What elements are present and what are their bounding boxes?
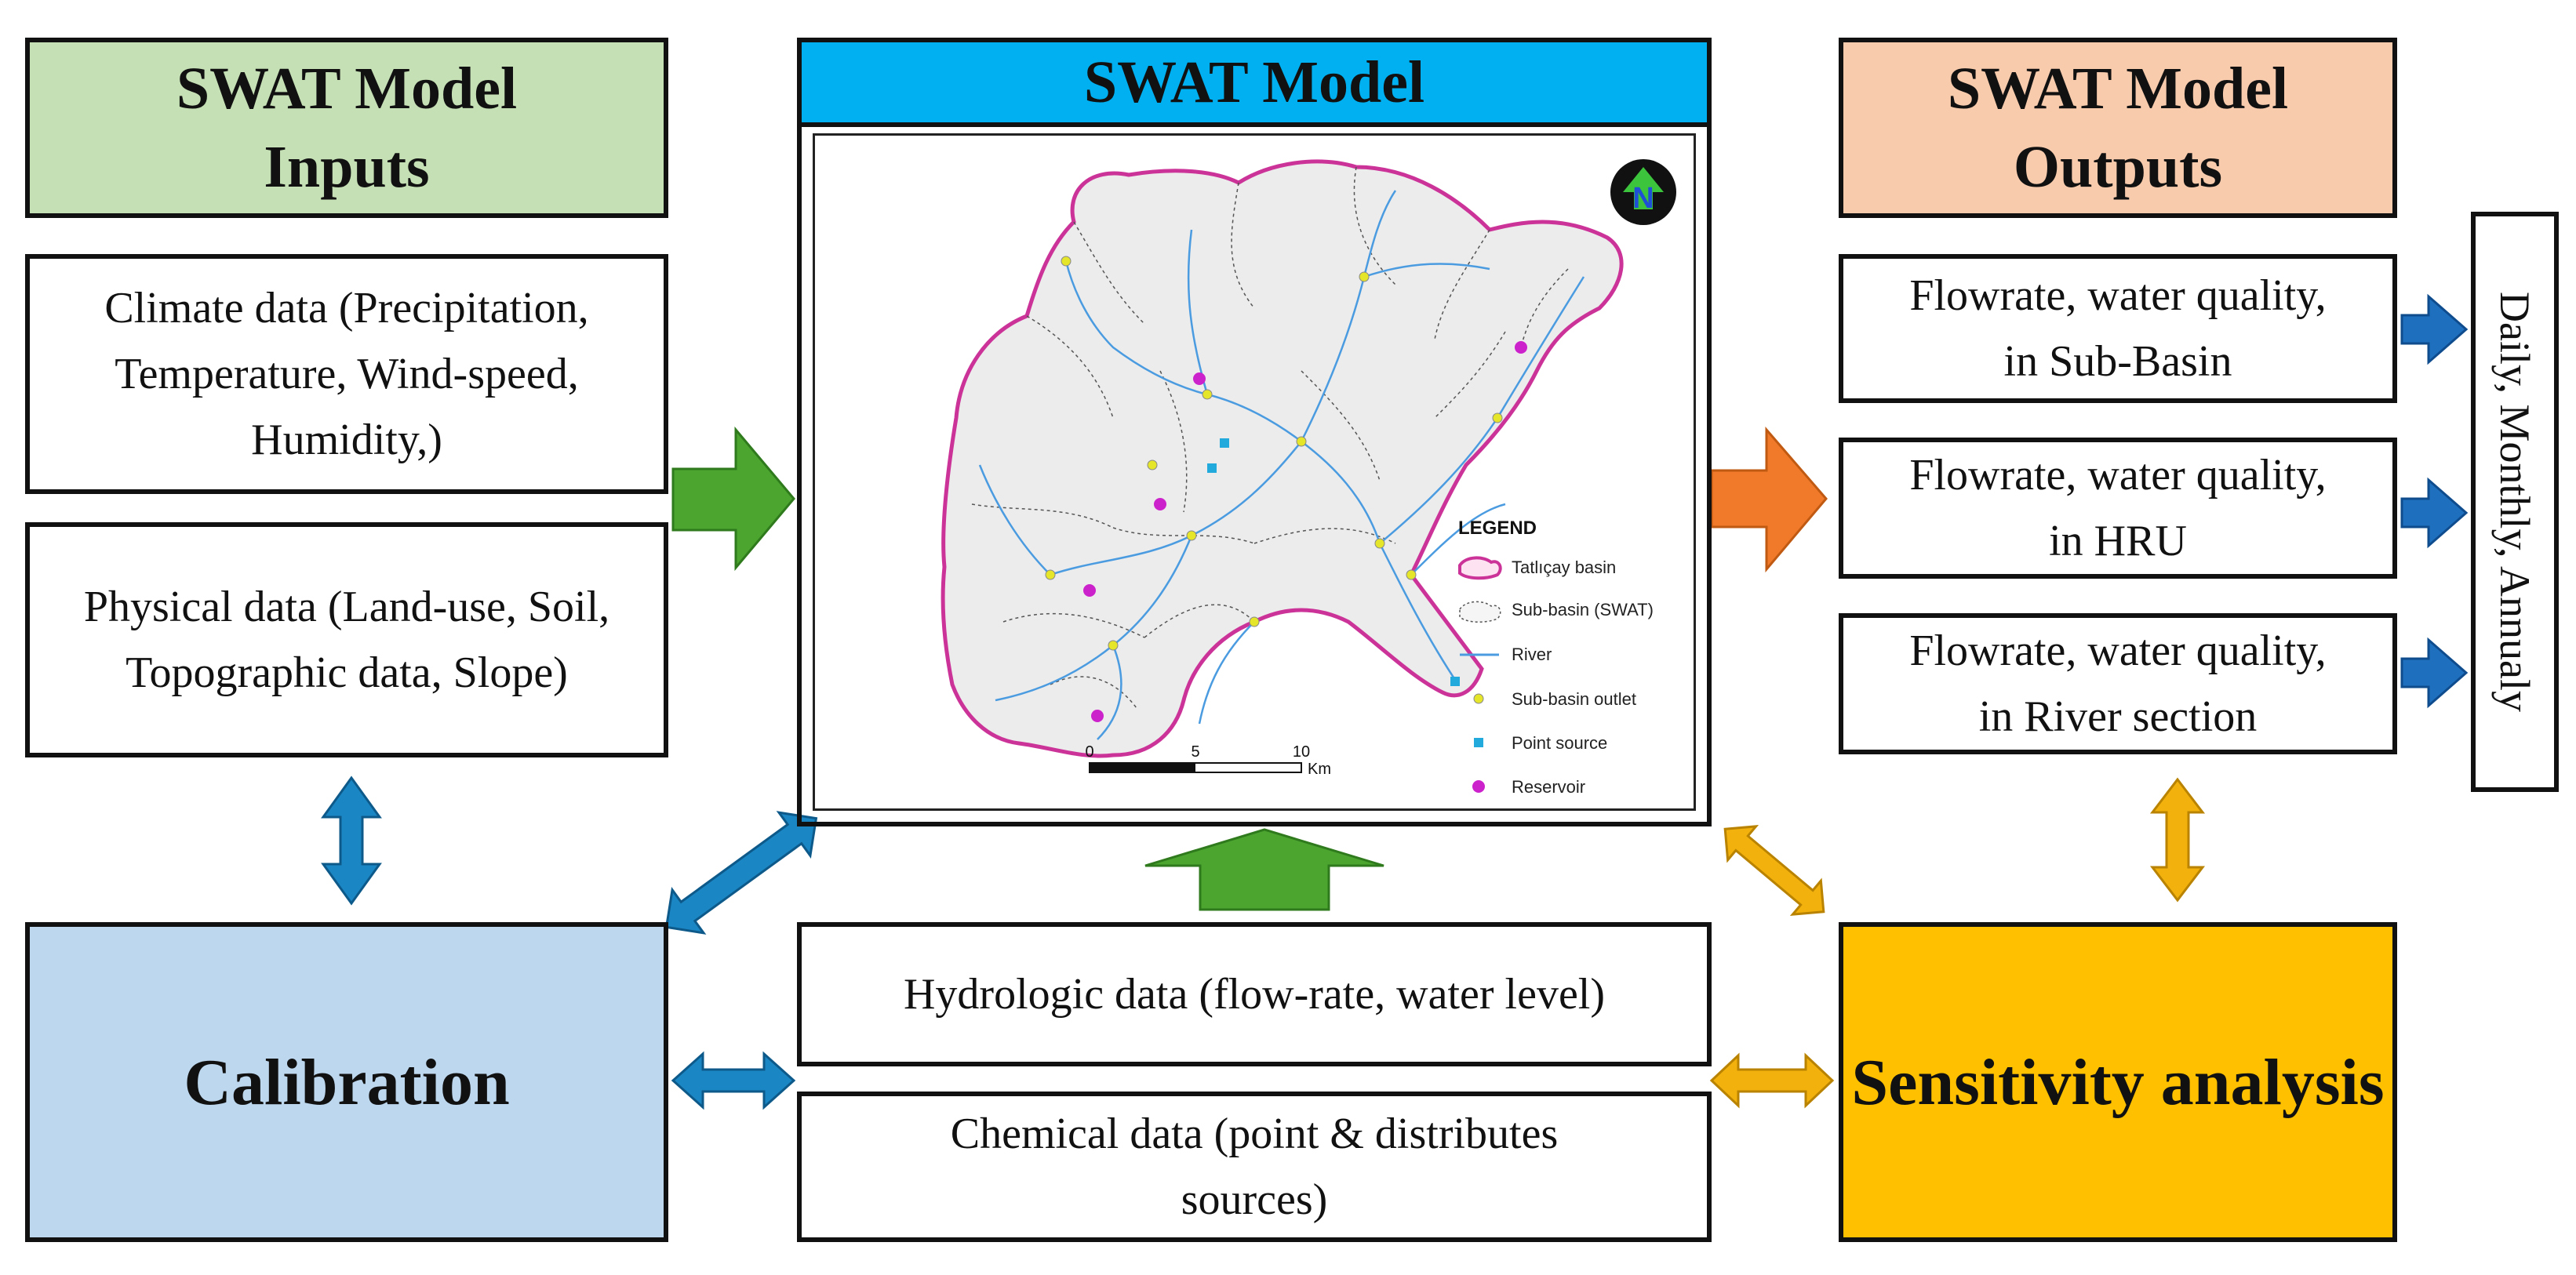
legend-item-outlet: Sub-basin outlet — [1512, 689, 1636, 709]
svg-text:Km: Km — [1308, 761, 1331, 778]
hydrologic-data-box: Hydrologic data (flow-rate, water level) — [797, 922, 1712, 1066]
point-sources — [1207, 438, 1460, 686]
swat-model-panel: SWAT Model — [797, 38, 1712, 826]
hru-to-frequency-arrow — [2400, 477, 2469, 549]
calibration-box: Calibration — [25, 922, 668, 1242]
outputs-header: SWAT Model Outputs — [1839, 38, 2397, 218]
svg-text:0: 0 — [1085, 743, 1093, 761]
climate-data-box: Climate data (Precipitation, Temperature… — [25, 254, 668, 494]
legend-item-reservoir: Reservoir — [1512, 777, 1585, 797]
inputs-calibration-arrow — [321, 776, 382, 906]
calibration-data-arrow — [671, 1051, 796, 1110]
legend-item-subbasin: Sub-basin (SWAT) — [1512, 600, 1654, 619]
swat-model-header: SWAT Model — [802, 42, 1707, 127]
scale-bar: 0 5 10 Km — [1085, 743, 1331, 778]
north-compass-icon: N — [1610, 159, 1676, 225]
svg-text:10: 10 — [1293, 743, 1310, 761]
output-sub-basin-box: Flowrate, water quality, in Sub-Basin — [1839, 254, 2397, 403]
sub-basin-outlets — [1045, 256, 1503, 651]
legend-title: LEGEND — [1458, 518, 1537, 539]
basin-map: N LEGEND Tatlıçay basin Sub-basin (SWAT)… — [813, 133, 1696, 811]
data-to-model-arrow — [1144, 828, 1384, 911]
output-frequency-box: Daily, Monthly, Annualy — [2471, 212, 2559, 792]
outputs-sensitivity-arrow — [2149, 777, 2206, 903]
river-to-frequency-arrow — [2400, 637, 2469, 709]
svg-text:5: 5 — [1191, 743, 1199, 761]
data-sensitivity-arrow — [1709, 1052, 1835, 1109]
model-sensitivity-arrow — [1723, 825, 1825, 916]
calibration-model-arrow — [664, 811, 818, 935]
svg-text:N: N — [1632, 182, 1654, 215]
output-frequency-label: Daily, Monthly, Annualy — [2491, 292, 2538, 712]
legend-item-point-source: Point source — [1512, 733, 1607, 753]
inputs-header: SWAT Model Inputs — [25, 38, 668, 218]
sub-basin-boundaries — [971, 166, 1569, 709]
output-hru-box: Flowrate, water quality, in HRU — [1839, 438, 2397, 579]
chemical-data-box: Chemical data (point & distributes sourc… — [797, 1092, 1712, 1242]
sensitivity-analysis-box: Sensitivity analysis — [1839, 922, 2397, 1242]
output-river-section-box: Flowrate, water quality, in River sectio… — [1839, 613, 2397, 754]
physical-data-box: Physical data (Land-use, Soil, Topograph… — [25, 522, 668, 757]
legend-item-basin: Tatlıçay basin — [1512, 558, 1616, 577]
inputs-to-model-arrow — [671, 426, 795, 572]
model-to-outputs-arrow — [1710, 426, 1828, 573]
subbasin-to-frequency-arrow — [2400, 293, 2469, 365]
legend-item-river: River — [1512, 645, 1552, 664]
map-legend: LEGEND Tatlıçay basin Sub-basin (SWAT) R… — [1458, 518, 1654, 797]
tatlicay-basin-outline — [941, 159, 1624, 758]
reservoirs — [1083, 341, 1527, 722]
